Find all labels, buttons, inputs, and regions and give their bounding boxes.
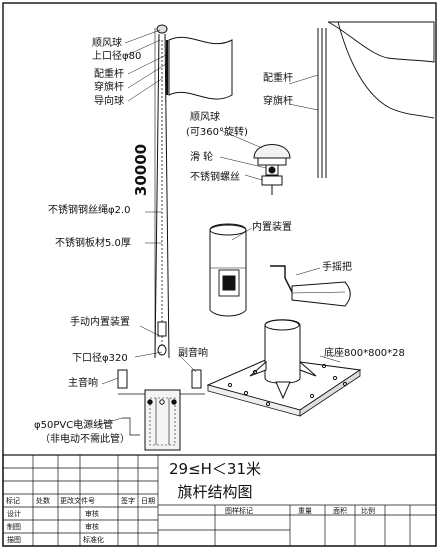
height-dimension-text: 30000 bbox=[132, 144, 150, 196]
height-dimension: 30000 bbox=[132, 28, 156, 358]
detail-base bbox=[206, 319, 362, 417]
label-steel-plate: 不锈钢板材5.0厚 bbox=[55, 236, 131, 249]
table-scale: 比例 bbox=[361, 506, 375, 515]
detail-flag-rods bbox=[288, 21, 435, 178]
title-range: 29≤H＜31米 bbox=[169, 460, 261, 478]
label-bottom-diameter: 下口径φ320 bbox=[72, 351, 128, 364]
label-wind-ball: 顺风球 bbox=[92, 36, 122, 49]
title-block bbox=[2, 454, 437, 547]
table-design: 设计 bbox=[7, 509, 21, 518]
table-tracing: 描图 bbox=[7, 535, 21, 544]
detail-label-stainless-screw: 不锈钢螺丝 bbox=[190, 170, 240, 183]
table-change-doc: 更改文件号 bbox=[60, 496, 95, 505]
detail-hand-crank bbox=[270, 265, 351, 307]
label-guide-ball: 导向球 bbox=[94, 94, 124, 107]
top-ball bbox=[156, 24, 168, 34]
label-pvc-note: （非电动不需此管） bbox=[40, 432, 130, 445]
main-speaker-box bbox=[117, 369, 128, 389]
detail-label-wind-ball: 顺风球 bbox=[190, 110, 220, 123]
label-wire-rope: 不锈钢钢丝绳φ2.0 bbox=[48, 203, 131, 216]
table-mark: 标记 bbox=[6, 496, 20, 505]
label-top-diameter: 上口径φ80 bbox=[92, 49, 141, 62]
label-main-speaker: 主音响 bbox=[68, 376, 98, 389]
detail-label-internal-device: 内置装置 bbox=[252, 220, 292, 233]
foundation bbox=[117, 369, 205, 451]
table-standard: 标准化 bbox=[83, 535, 104, 544]
label-pvc-pipe: φ50PVC电源线管 bbox=[34, 418, 113, 431]
detail-label-pulley: 滑 轮 bbox=[190, 150, 213, 163]
table-review-1: 审核 bbox=[85, 509, 99, 518]
detail-label-counterweight-rod: 配重杆 bbox=[263, 71, 293, 84]
detail-internal-device bbox=[209, 223, 253, 317]
sub-speaker-box bbox=[191, 369, 202, 389]
table-sign: 签字 bbox=[121, 496, 135, 505]
title-name: 旗杆结构图 bbox=[177, 483, 252, 501]
detail-label-flag-rod: 穿旗杆 bbox=[263, 94, 293, 107]
label-sub-speaker: 副音响 bbox=[178, 346, 208, 359]
detail-label-hand-crank: 手摇把 bbox=[322, 260, 352, 273]
detail-label-rotate-note: (可360°旋转) bbox=[186, 125, 248, 138]
table-drawing: 制图 bbox=[7, 522, 21, 531]
table-date: 日期 bbox=[141, 497, 155, 505]
main-pole bbox=[154, 24, 233, 359]
flag bbox=[168, 36, 233, 100]
label-manual-device: 手动内置装置 bbox=[70, 315, 130, 328]
detail-label-base: 底座800*800*28 bbox=[324, 346, 405, 359]
label-counterweight-rod: 配重杆 bbox=[94, 67, 124, 80]
label-flag-rod: 穿旗杆 bbox=[94, 80, 124, 93]
table-count: 处数 bbox=[36, 496, 50, 505]
table-weight: 重量 bbox=[298, 507, 312, 515]
table-review-2: 审核 bbox=[85, 522, 99, 531]
detail-wind-ball bbox=[219, 129, 291, 195]
table-area: 面积 bbox=[333, 506, 347, 515]
leader-lines bbox=[94, 29, 197, 427]
table-drawing-mark: 图样标记 bbox=[225, 506, 253, 515]
